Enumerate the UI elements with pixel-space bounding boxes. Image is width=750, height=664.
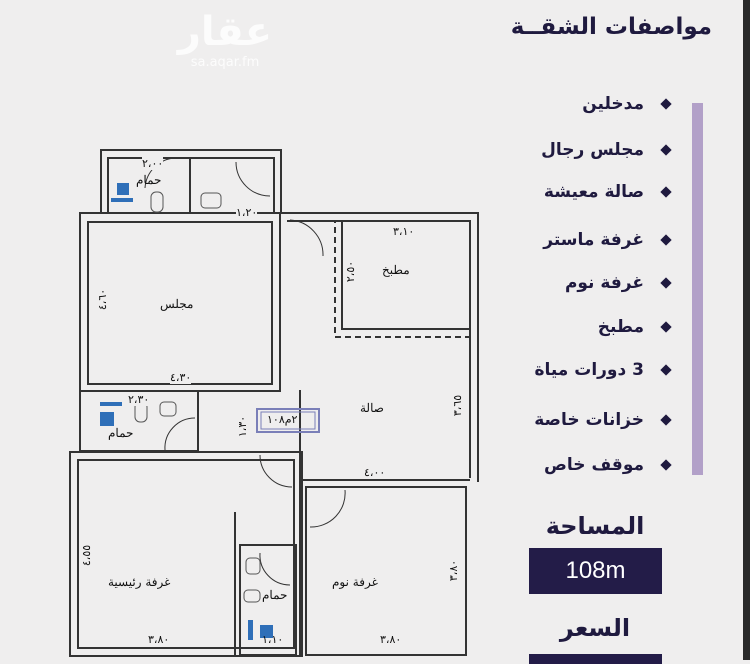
feature-item: خزانات خاصة (480, 407, 672, 433)
room-label-hall: صالة (360, 401, 384, 415)
feature-label: غرفة ماستر (543, 230, 644, 250)
room-label-kitchen: مطبخ (382, 263, 410, 277)
feature-label: خزانات خاصة (534, 410, 644, 430)
accent-bar (692, 103, 703, 475)
diamond-bullet-icon (660, 459, 672, 471)
dim-master-width: ٣،٨٠ (148, 633, 170, 646)
dim-bath-mid-width: ٢،٣٠ (128, 393, 150, 406)
dim-corridor-width: ١،٢٠ (236, 206, 258, 219)
area-label: المساحة (545, 512, 645, 540)
diamond-bullet-icon (660, 234, 672, 246)
dim-corridor2: ١،٣٠ (236, 415, 250, 438)
area-badge: ٢م١٠٨ (267, 413, 298, 426)
frame-edge (743, 0, 750, 660)
price-value-box (529, 654, 662, 664)
watermark-url: sa.aqar.fm (190, 55, 260, 70)
price-label: السعر (559, 614, 631, 642)
dim-bath-top-width: ٢،٠٠ (142, 157, 164, 170)
room-label-bedroom: غرفة نوم (332, 575, 378, 589)
dim-hall-width: ٤،٠٠ (364, 466, 386, 479)
feature-label: مطبخ (597, 317, 644, 337)
watermark-logo: عقار sa.aqar.fm (160, 8, 290, 70)
dim-majlis-height: ٤،٦٠ (96, 288, 110, 311)
fixtures (100, 183, 273, 640)
dim-bedroom-width: ٣،٨٠ (380, 633, 402, 646)
room-label-bath-small: حمام (262, 588, 288, 602)
diamond-bullet-icon (660, 414, 672, 426)
wall-bedroom (305, 486, 467, 656)
wall-master (69, 451, 303, 657)
diamond-bullet-icon (660, 364, 672, 376)
feature-item: غرفة ماستر (480, 227, 672, 253)
diamond-bullet-icon (660, 186, 672, 198)
feature-item: موقف خاص (480, 452, 672, 478)
diamond-bullet-icon (660, 144, 672, 156)
room-label-bath-top: حمام (136, 173, 162, 187)
wall-outer-right (280, 212, 479, 482)
feature-item: مدخلين (480, 91, 672, 117)
feature-item: غرفة نوم (480, 270, 672, 296)
specs-title: مواصفات الشقــة (510, 14, 712, 40)
watermark-text: عقار (177, 9, 273, 55)
room-label-majlis: مجلس (160, 297, 194, 311)
feature-label: مجلس رجال (541, 140, 644, 160)
feature-label: صالة معيشة (543, 182, 644, 202)
diamond-bullet-icon (660, 321, 672, 333)
diamond-bullet-icon (660, 277, 672, 289)
dim-master-height: ٤،٥٥ (80, 544, 94, 567)
feature-item: مطبخ (480, 314, 672, 340)
floor-plan (69, 149, 479, 657)
dim-hall-height: ٣،٦٥ (451, 394, 465, 417)
wall-bath-small (239, 544, 297, 656)
diamond-bullet-icon (660, 98, 672, 110)
feature-item: 3 دورات مياة (480, 357, 672, 383)
dim-kitchen-width: ٣،١٠ (393, 225, 415, 238)
room-label-bath-mid: حمام (108, 426, 134, 440)
feature-item: مجلس رجال (480, 137, 672, 163)
dim-majlis-width: ٤،٣٠ (170, 371, 192, 384)
feature-label: غرفة نوم (564, 273, 644, 293)
feature-item: صالة معيشة (480, 179, 672, 205)
feature-label: 3 دورات مياة (534, 360, 644, 380)
area-value-box: 108m (529, 548, 662, 594)
dim-bedroom-height: ٣،٨٠ (447, 559, 461, 582)
room-label-master: غرفة رئيسية (108, 575, 171, 589)
dim-kitchen-height: ٢،٥٠ (344, 260, 358, 283)
feature-label: مدخلين (582, 94, 644, 114)
feature-label: موقف خاص (544, 455, 644, 475)
dim-bath-small-width: ١،١٠ (262, 633, 284, 646)
